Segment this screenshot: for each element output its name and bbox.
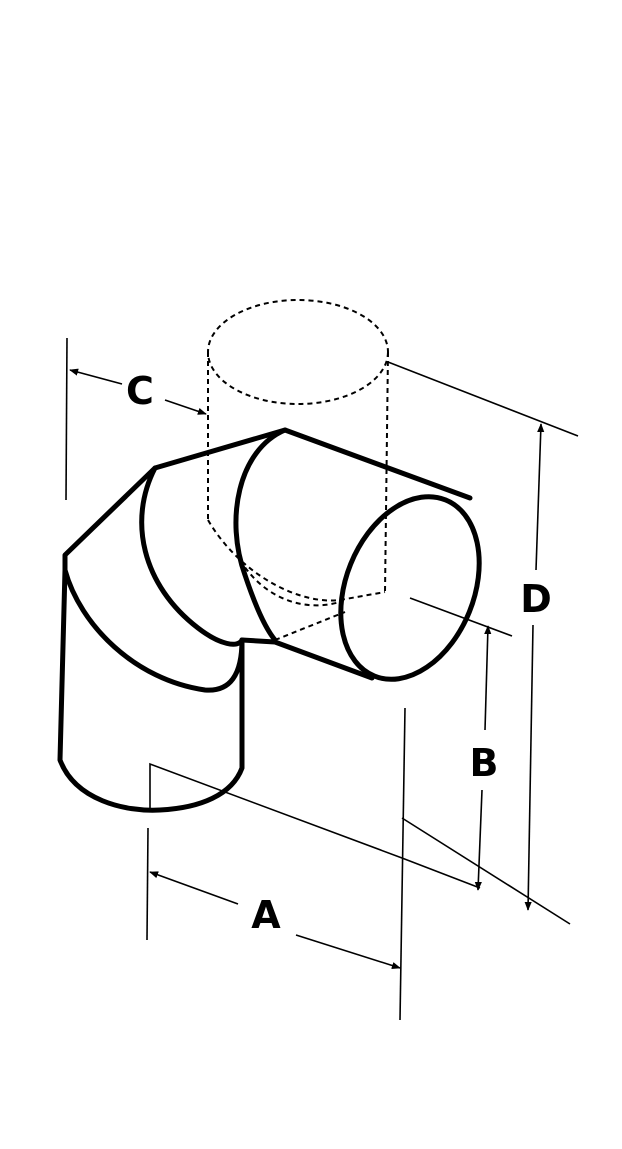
elbow-lower-contour [239, 637, 375, 681]
hidden-riser-right-edge [384, 351, 389, 593]
hidden-riser-top-ellipse [207, 299, 389, 405]
dimension-c-arrow-right [164, 399, 207, 415]
dimension-a: A [146, 707, 406, 1021]
dimension-b-arrow-top [484, 625, 492, 731]
base-centre-line [149, 762, 481, 889]
dimension-d: D [387, 361, 579, 925]
lower-segment-body [57, 567, 245, 813]
hidden-outlet-base-line [274, 611, 346, 641]
dimension-c-label: C [126, 369, 154, 413]
dimension-b-arrow-bottom [474, 789, 483, 891]
lower-segment-seam [62, 567, 245, 693]
dimension-b-extension-top [409, 597, 513, 637]
dimension-a-arrow-right [295, 934, 401, 969]
gore-seam-1 [139, 465, 245, 647]
dimension-d-extension-top [387, 361, 579, 437]
dimension-c-arrow-left [69, 368, 123, 385]
dimension-a-extension-left [146, 827, 149, 941]
hidden-riser-bottom-curve [207, 519, 386, 602]
dimension-c: C [65, 337, 207, 501]
dimension-a-extension-right [399, 707, 406, 1021]
dimension-a-label: A [251, 893, 281, 937]
dimension-d-extension-bottom [401, 817, 571, 925]
dimension-d-arrow-top [535, 423, 545, 571]
dimension-a-arrow-left [149, 871, 239, 905]
elbow-pipe [57, 427, 482, 813]
dimension-d-label: D [520, 577, 552, 621]
dimension-d-arrow-bottom [524, 624, 534, 911]
dimension-b: B [409, 597, 513, 891]
dimension-c-extension-left [65, 337, 68, 501]
gore-seam-2 [233, 427, 288, 643]
dimension-b-label: B [470, 741, 499, 785]
hidden-riser-cylinder [207, 299, 389, 641]
outlet-opening [338, 494, 482, 682]
